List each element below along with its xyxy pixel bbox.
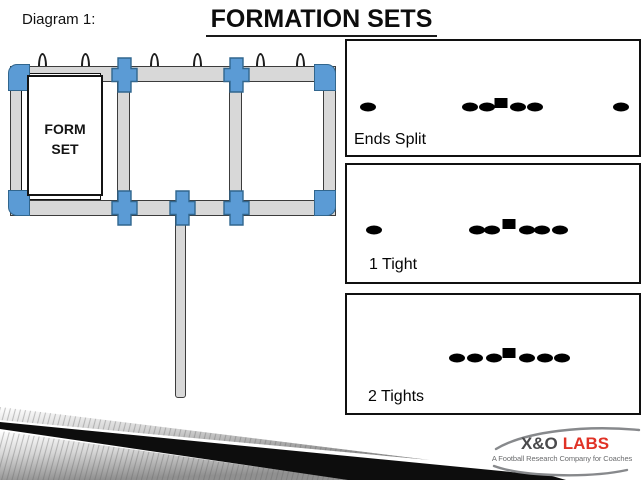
page-title: FORMATION SETS [205, 5, 438, 37]
binder-ring [193, 53, 202, 79]
player-marker [554, 353, 570, 363]
center-marker [494, 98, 508, 108]
formation-label: 2 Tights [368, 388, 425, 405]
formation-box-2-tights: 2 Tights [345, 293, 641, 415]
swoosh-bottom [492, 464, 629, 477]
form-set-card-line1: FORM [44, 121, 86, 137]
center-marker [502, 348, 516, 358]
pipe-connector-corner [314, 190, 336, 216]
player-marker [527, 102, 543, 112]
pipe-top-bar [10, 66, 336, 82]
player-marker [486, 353, 502, 363]
pipe-connector-cross [169, 190, 196, 226]
formation-diagram [347, 41, 639, 155]
logo-labs-text: LABS [562, 434, 610, 453]
formation-diagram [347, 165, 639, 282]
center-marker [502, 219, 516, 229]
form-set-card-line2: SET [51, 141, 79, 157]
player-marker [366, 225, 382, 235]
player-marker [552, 225, 568, 235]
player-marker [534, 225, 550, 235]
binder-ring [256, 53, 265, 79]
binder-ring [296, 53, 305, 79]
title-row: FORMATION SETS [0, 5, 643, 37]
card-back-panel [21, 73, 101, 200]
player-marker [467, 353, 483, 363]
diagram-label: Diagram 1: [22, 11, 96, 28]
player-marker [613, 102, 629, 112]
pipe-connector-corner [314, 64, 336, 91]
formation-box-ends-split: Ends Split [345, 39, 641, 157]
pipe-connector-cross [223, 57, 250, 93]
formation-label: Ends Split [354, 131, 427, 148]
corner-decoration [0, 407, 566, 480]
player-marker [519, 353, 535, 363]
pipe-left [10, 66, 23, 216]
binder-ring [38, 53, 47, 79]
formation-diagram [347, 295, 639, 413]
pipe-connector-cross [111, 190, 138, 226]
formation-box-1-tight: 1 Tight [345, 163, 641, 284]
player-marker [469, 225, 485, 235]
player-marker [360, 102, 376, 112]
player-marker [484, 225, 500, 235]
player-marker [510, 102, 526, 112]
pipe-connector-cross [111, 57, 138, 93]
logo-swooshes [492, 427, 641, 477]
pipe-stand-pole [175, 216, 186, 398]
player-marker [449, 353, 465, 363]
logo-tagline: A Football Research Company for Coaches [491, 454, 633, 463]
logo-xo-text: X&O [520, 434, 558, 453]
pipe-bottom-bar [10, 200, 336, 216]
pipe-divider-1 [117, 80, 130, 202]
pipe-right [323, 66, 336, 216]
form-set-card: FORM SET [27, 75, 103, 196]
binder-ring [81, 53, 90, 79]
player-marker [519, 225, 535, 235]
swoosh-top [494, 427, 641, 451]
player-marker [537, 353, 553, 363]
player-marker [479, 102, 495, 112]
pipe-connector-corner [8, 190, 30, 216]
pipe-connector-corner [8, 64, 30, 91]
pipe-connector-cross [223, 190, 250, 226]
player-marker [462, 102, 478, 112]
formation-label: 1 Tight [369, 256, 418, 273]
binder-ring [150, 53, 159, 79]
pipe-divider-2 [229, 80, 242, 202]
